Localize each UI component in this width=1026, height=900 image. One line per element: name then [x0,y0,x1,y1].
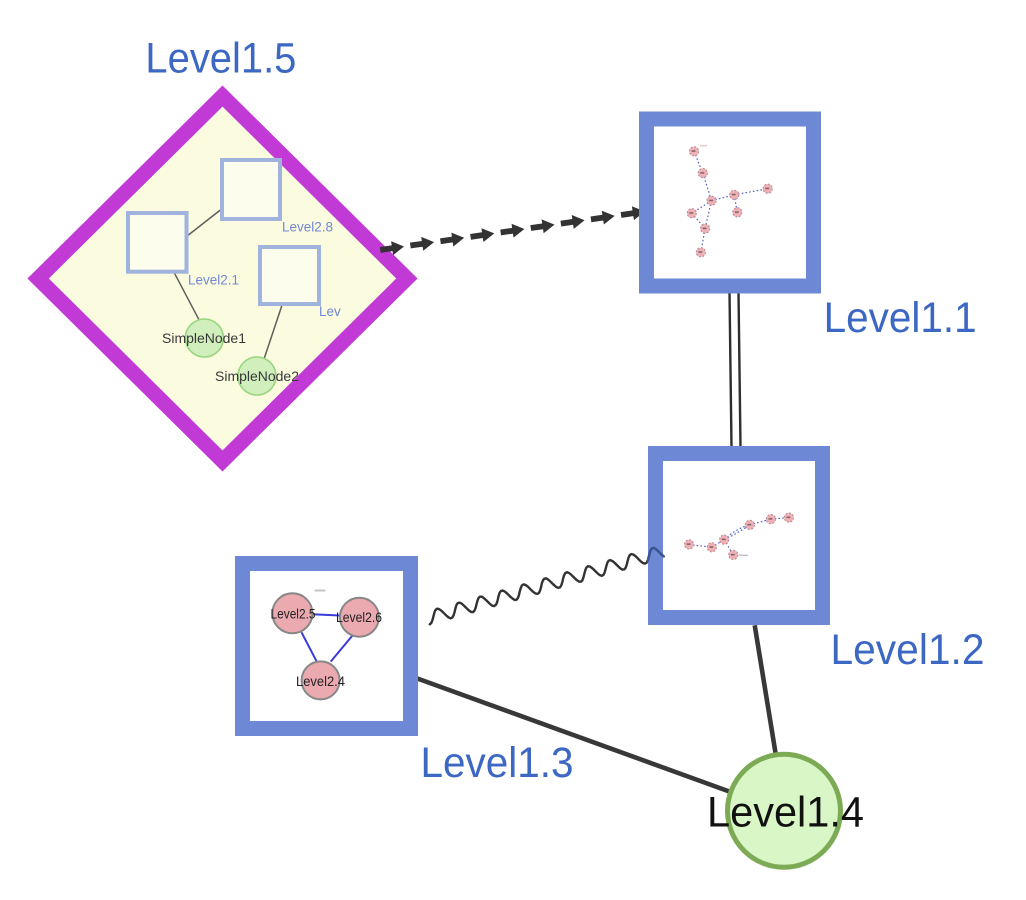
svg-text:Level1.1: Level1.1 [824,294,977,342]
svg-text:SimpleNode2: SimpleNode2 [215,369,299,384]
svg-text:Level2.1: Level2.1 [188,273,239,288]
svg-text:Level1.5: Level1.5 [145,35,296,83]
svg-text:Level2.4: Level2.4 [296,674,345,689]
svg-text:Level2.8: Level2.8 [282,220,333,235]
svg-text:Level1.3: Level1.3 [421,739,574,787]
svg-text:SimpleNode1: SimpleNode1 [162,331,246,346]
svg-text:Lev: Lev [319,304,341,319]
svg-text:Level1.2: Level1.2 [831,626,985,674]
svg-text:Level2.5: Level2.5 [271,607,316,622]
svg-text:Level2.6: Level2.6 [336,610,382,625]
svg-text:Level1.4: Level1.4 [707,788,864,836]
